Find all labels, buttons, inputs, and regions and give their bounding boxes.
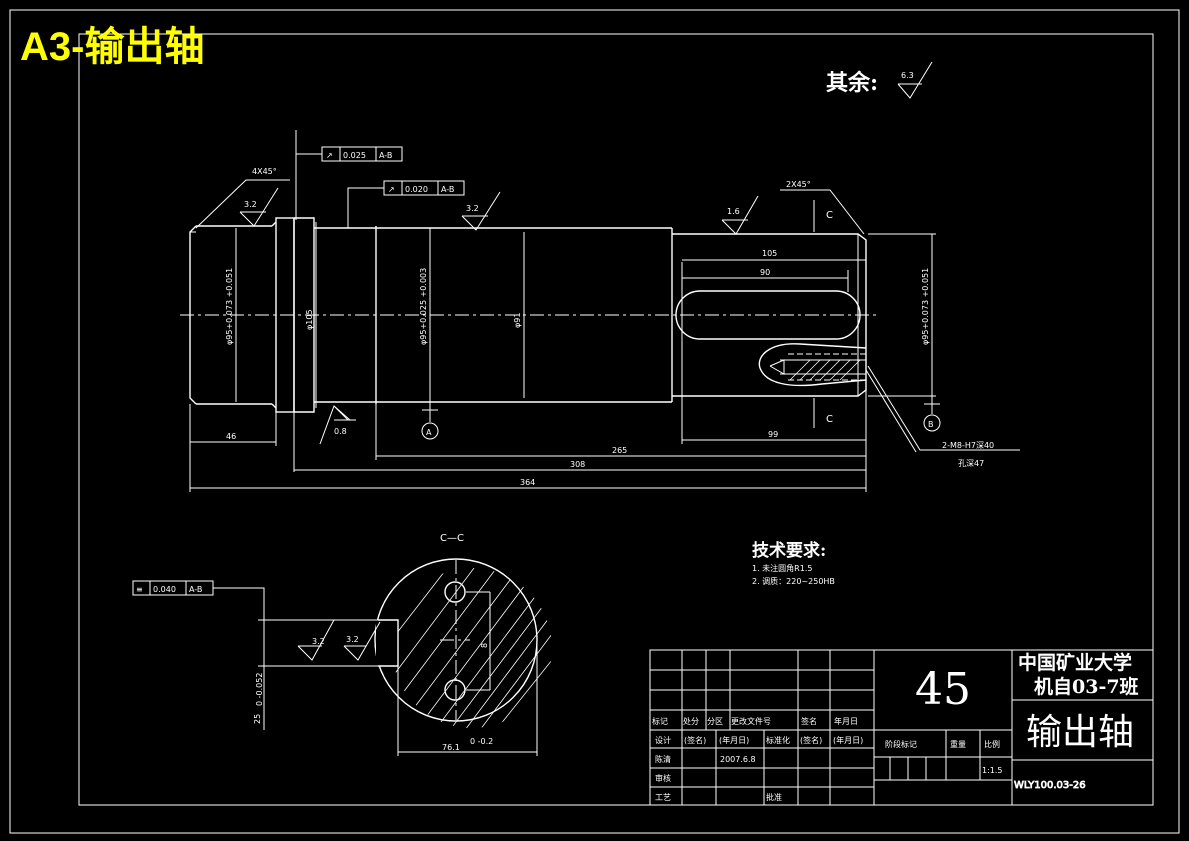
svg-text:8: 8 [480,643,489,648]
svg-text:364: 364 [520,478,535,487]
material-label: 45 [915,664,971,715]
section-cc-title: C—C [440,533,464,544]
svg-text:分区: 分区 [707,717,723,726]
geo-tol-1-value: 0.025 [343,151,366,160]
diameter-labels: φ95+0.073 +0.051 φ105 φ95+0.025 +0.003 φ… [225,222,936,408]
geo-tol-1-datum: A-B [379,151,392,160]
svg-text:年月日: 年月日 [834,716,858,726]
section-cut-c: C C [813,200,833,428]
svg-text:90: 90 [760,268,770,277]
svg-text:批准: 批准 [766,792,782,802]
svg-text:A: A [426,428,432,437]
shaft-main-view [180,217,878,413]
svg-text:0.8: 0.8 [334,427,347,436]
datum-b: B [923,396,941,432]
thread-note: 2-M8-H7深40 孔深47 [865,365,1020,468]
svg-text:(签名): (签名) [800,735,822,745]
svg-text:A-B: A-B [189,585,202,594]
inner-frame [78,33,1154,806]
length-dimensions: 46 265 308 364 99 105 90 [189,240,867,492]
svg-text:(年月日): (年月日) [719,735,749,745]
svg-text:(签名): (签名) [684,735,706,745]
svg-text:工艺: 工艺 [655,793,671,802]
outer-frame [9,9,1180,834]
chamfer-right-label: 2X45° [786,180,811,189]
svg-text:3.2: 3.2 [466,204,479,213]
roughness-default: 其余: 6.3 [826,61,933,99]
svg-text:φ95+0.025 +0.003: φ95+0.025 +0.003 [419,268,428,345]
section-mark-top: C [826,210,833,221]
svg-text:99: 99 [768,430,778,439]
svg-text:265: 265 [612,446,627,455]
svg-text:审核: 审核 [655,773,671,783]
svg-text:φ91: φ91 [513,313,522,328]
svg-text:标记: 标记 [652,716,668,726]
section-mark-bottom: C [826,414,833,425]
geo-tol-2-value: 0.020 [405,185,428,194]
svg-text:中国矿业大学: 中国矿业大学 [1018,651,1132,674]
svg-text:3.2: 3.2 [312,637,325,646]
runout-icon: ↗ [326,151,333,160]
svg-text:φ105: φ105 [305,309,314,330]
svg-text:0 -0.052: 0 -0.052 [255,673,264,706]
geo-tol-1: ↗ 0.025 A-B [295,130,403,220]
svg-text:陈清: 陈清 [655,754,671,764]
svg-text:3.2: 3.2 [346,635,359,644]
svg-text:76.1: 76.1 [442,743,460,752]
svg-text:签名: 签名 [801,716,817,726]
svg-text:孔深47: 孔深47 [958,459,984,468]
roughness-default-label: 其余: [826,70,878,96]
geo-tol-2: ↗ 0.020 A-B [347,180,465,228]
part-name: 输出轴 [1026,712,1134,753]
roughness-symbols: 3.2 3.2 1.6 0.8 [239,187,759,445]
svg-text:1:1.5: 1:1.5 [982,766,1003,775]
svg-text:308: 308 [570,460,585,469]
svg-text:更改文件号: 更改文件号 [731,716,771,726]
svg-text:φ95+0.073 +0.051: φ95+0.073 +0.051 [225,268,234,345]
tech-requirements: 技术要求: 1. 未注圆角R1.5 2. 调质：220~250HB [752,540,835,586]
svg-text:3.2: 3.2 [244,200,257,209]
svg-text:B: B [928,420,934,429]
svg-text:标准化: 标准化 [766,735,790,745]
drawing-number: WLY100.03-26 [1014,780,1086,791]
page-title: A3-输出轴 [20,25,204,69]
svg-text:技术要求:: 技术要求: [752,540,826,561]
roughness-default-value: 6.3 [901,71,914,80]
svg-text:设计: 设计 [655,735,671,745]
svg-text:2. 调质：220~250HB: 2. 调质：220~250HB [752,576,835,586]
title-block: 标记 处分 分区 更改文件号 签名 年月日 设计 (签名) (年月日) 标准化 … [649,649,1154,806]
svg-text:25: 25 [253,714,262,724]
svg-text:105: 105 [762,249,777,258]
geo-tol-2-datum: A-B [441,185,454,194]
svg-text:重量: 重量 [950,739,966,749]
svg-text:0 -0.2: 0 -0.2 [470,737,493,746]
svg-text:阶段标记: 阶段标记 [885,739,917,749]
svg-text:2-M8-H7深40: 2-M8-H7深40 [942,441,994,450]
svg-text:1.6: 1.6 [727,207,740,216]
symmetry-icon: ≡ [136,585,143,594]
chamfer-right: 2X45° [780,180,865,235]
svg-text:机自03-7班: 机自03-7班 [1034,675,1139,698]
svg-text:处分: 处分 [683,716,699,726]
section-cc-view: C—C 8 76.1 0 -0.2 25 [132,533,552,756]
svg-text:2007.6.8: 2007.6.8 [720,755,756,764]
chamfer-left-label: 4X45° [252,167,277,176]
svg-text:0.040: 0.040 [153,585,176,594]
chamfer-left: 4X45° [195,167,290,229]
datum-a: A [421,402,439,440]
svg-text:1. 未注圆角R1.5: 1. 未注圆角R1.5 [752,563,812,573]
svg-text:φ95+0.073 +0.051: φ95+0.073 +0.051 [921,268,930,345]
svg-text:比例: 比例 [984,739,1000,749]
svg-text:(年月日): (年月日) [833,735,863,745]
runout-icon: ↗ [388,185,395,194]
svg-text:46: 46 [226,432,236,441]
